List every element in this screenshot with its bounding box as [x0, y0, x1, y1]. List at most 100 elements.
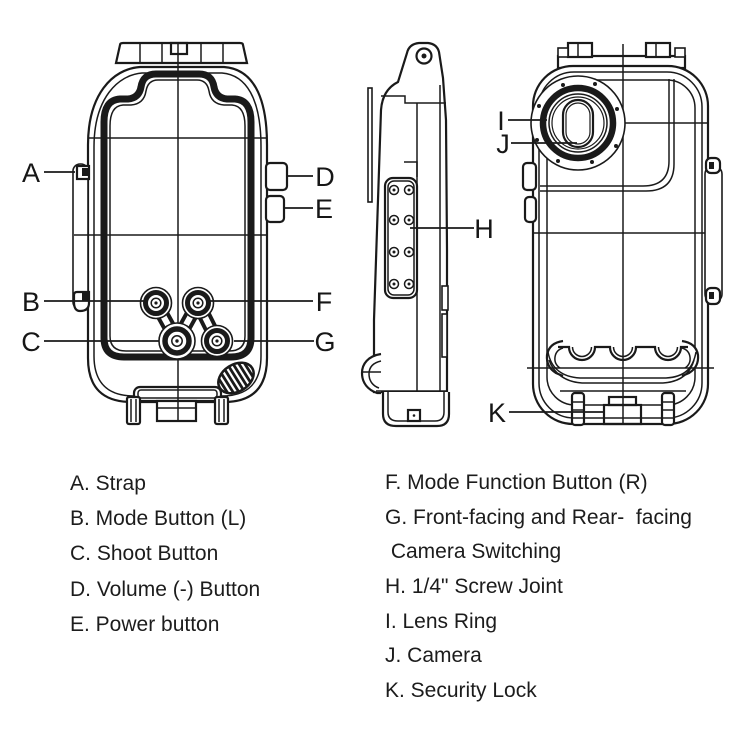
screw-joint-plate: [383, 176, 419, 300]
button-inner: [171, 335, 183, 347]
button-dot: [175, 339, 179, 343]
screw: [388, 184, 400, 196]
scallop-inner: [612, 346, 634, 358]
screw-dot: [392, 218, 396, 222]
screw-dot: [407, 218, 411, 222]
strap-bracket: [72, 163, 91, 313]
volume-button-back: [521, 161, 538, 192]
mode-function-button-r: [181, 286, 215, 320]
legend-item-j: J. Camera: [385, 644, 482, 668]
legend-item-e: E. Power button: [70, 613, 220, 637]
callout-letter-j: J: [496, 129, 510, 159]
power-button-back: [523, 195, 538, 224]
bracket-hook-bottom-notch: [709, 292, 714, 299]
lens-panel-outer: [540, 79, 675, 192]
hatch-line: [222, 367, 241, 395]
callout-letter-f: F: [316, 287, 333, 317]
flange-screws: [535, 82, 619, 164]
camera-window-inner: [565, 102, 591, 145]
button-dot: [196, 301, 200, 305]
security-lock-assembly: [560, 390, 686, 427]
flange-dot: [535, 138, 539, 142]
callout-letter-a: A: [22, 158, 40, 188]
back-view: [521, 41, 723, 427]
power-button: [264, 194, 286, 224]
flange-dot: [593, 82, 597, 86]
latch-notch: [169, 41, 189, 56]
latch-tab: [644, 41, 672, 59]
legend-item-d: D. Volume (-) Button: [70, 577, 261, 601]
lens-assembly: [530, 75, 626, 171]
bottom-latch-front: [125, 385, 230, 426]
vent-hatch: [214, 356, 258, 400]
screw: [388, 214, 400, 226]
screw: [403, 246, 415, 258]
hatch-line: [226, 364, 246, 392]
callout-letter-c: C: [21, 327, 41, 357]
grip-scallops: [558, 345, 688, 362]
latch-catch: [155, 399, 198, 423]
button-inner: [150, 297, 162, 309]
strap-lug-dot: [421, 53, 427, 59]
grip-end-right-inner: [681, 347, 691, 369]
screw: [388, 278, 400, 290]
screw: [403, 184, 415, 196]
plate-inner: [387, 180, 415, 296]
button-inner: [211, 335, 223, 347]
scallop-inner: [657, 346, 679, 358]
hatch-line: [218, 369, 237, 397]
latch-end: [674, 47, 686, 58]
callouts: A B C D E F G H I J K: [21, 106, 603, 428]
camera-switch-button: [200, 324, 234, 358]
side-button-profile: [441, 313, 448, 358]
grip-end-left-inner: [554, 347, 564, 369]
screw: [388, 246, 400, 258]
back-body-inner: [538, 71, 703, 419]
volume-button: [264, 161, 289, 192]
bump-outline: [360, 352, 382, 395]
legend-item-a: A. Strap: [70, 471, 146, 495]
latch-end: [557, 47, 569, 58]
lock-pin: [570, 391, 586, 427]
front-view: [72, 41, 289, 426]
grip-area: [527, 339, 714, 384]
screw-dot: [407, 282, 411, 286]
front-seal-inner: [109, 79, 246, 352]
legend-item-g-cont: Camera Switching: [385, 540, 562, 564]
screw-dot: [392, 188, 396, 192]
button-inner: [192, 297, 204, 309]
flange-dot: [590, 160, 594, 164]
legend-item-c: C. Shoot Button: [70, 542, 219, 566]
bracket-rail: [704, 165, 723, 303]
bump-inner: [368, 360, 382, 389]
top-latch-back: [556, 41, 687, 70]
top-latch-front: [114, 41, 249, 65]
front-lip-edge: [367, 87, 373, 203]
scallop-inner: [571, 346, 593, 358]
side-step-line: [381, 95, 446, 104]
callout-letter-d: D: [315, 162, 335, 192]
housing-diagram: A B C D E F G H I J K: [21, 41, 723, 428]
screw-dot: [407, 188, 411, 192]
latch-pin: [213, 395, 230, 426]
screw-dot: [392, 282, 396, 286]
cap-socket: [406, 408, 422, 423]
lock-pin: [660, 391, 676, 427]
legend-item-g: G. Front-facing and Rear- facing: [385, 505, 692, 529]
legend-item-f: F. Mode Function Button (R): [385, 471, 648, 495]
button-cluster: [139, 286, 234, 360]
latch-tab: [566, 41, 594, 59]
bracket-hook-top-notch: [82, 168, 88, 176]
mode-button-l: [139, 286, 173, 320]
side-button-profile: [441, 285, 449, 311]
hatch-line: [231, 361, 250, 389]
latch-pin: [125, 395, 142, 426]
lens-ring-inner: [548, 93, 608, 153]
callout-letter-h: H: [474, 214, 494, 244]
strap-lug-hole: [415, 47, 433, 65]
screw-dot: [392, 250, 396, 254]
flange-dot: [537, 104, 541, 108]
callout-letter-i: I: [497, 106, 505, 136]
flange-dot: [615, 107, 619, 111]
